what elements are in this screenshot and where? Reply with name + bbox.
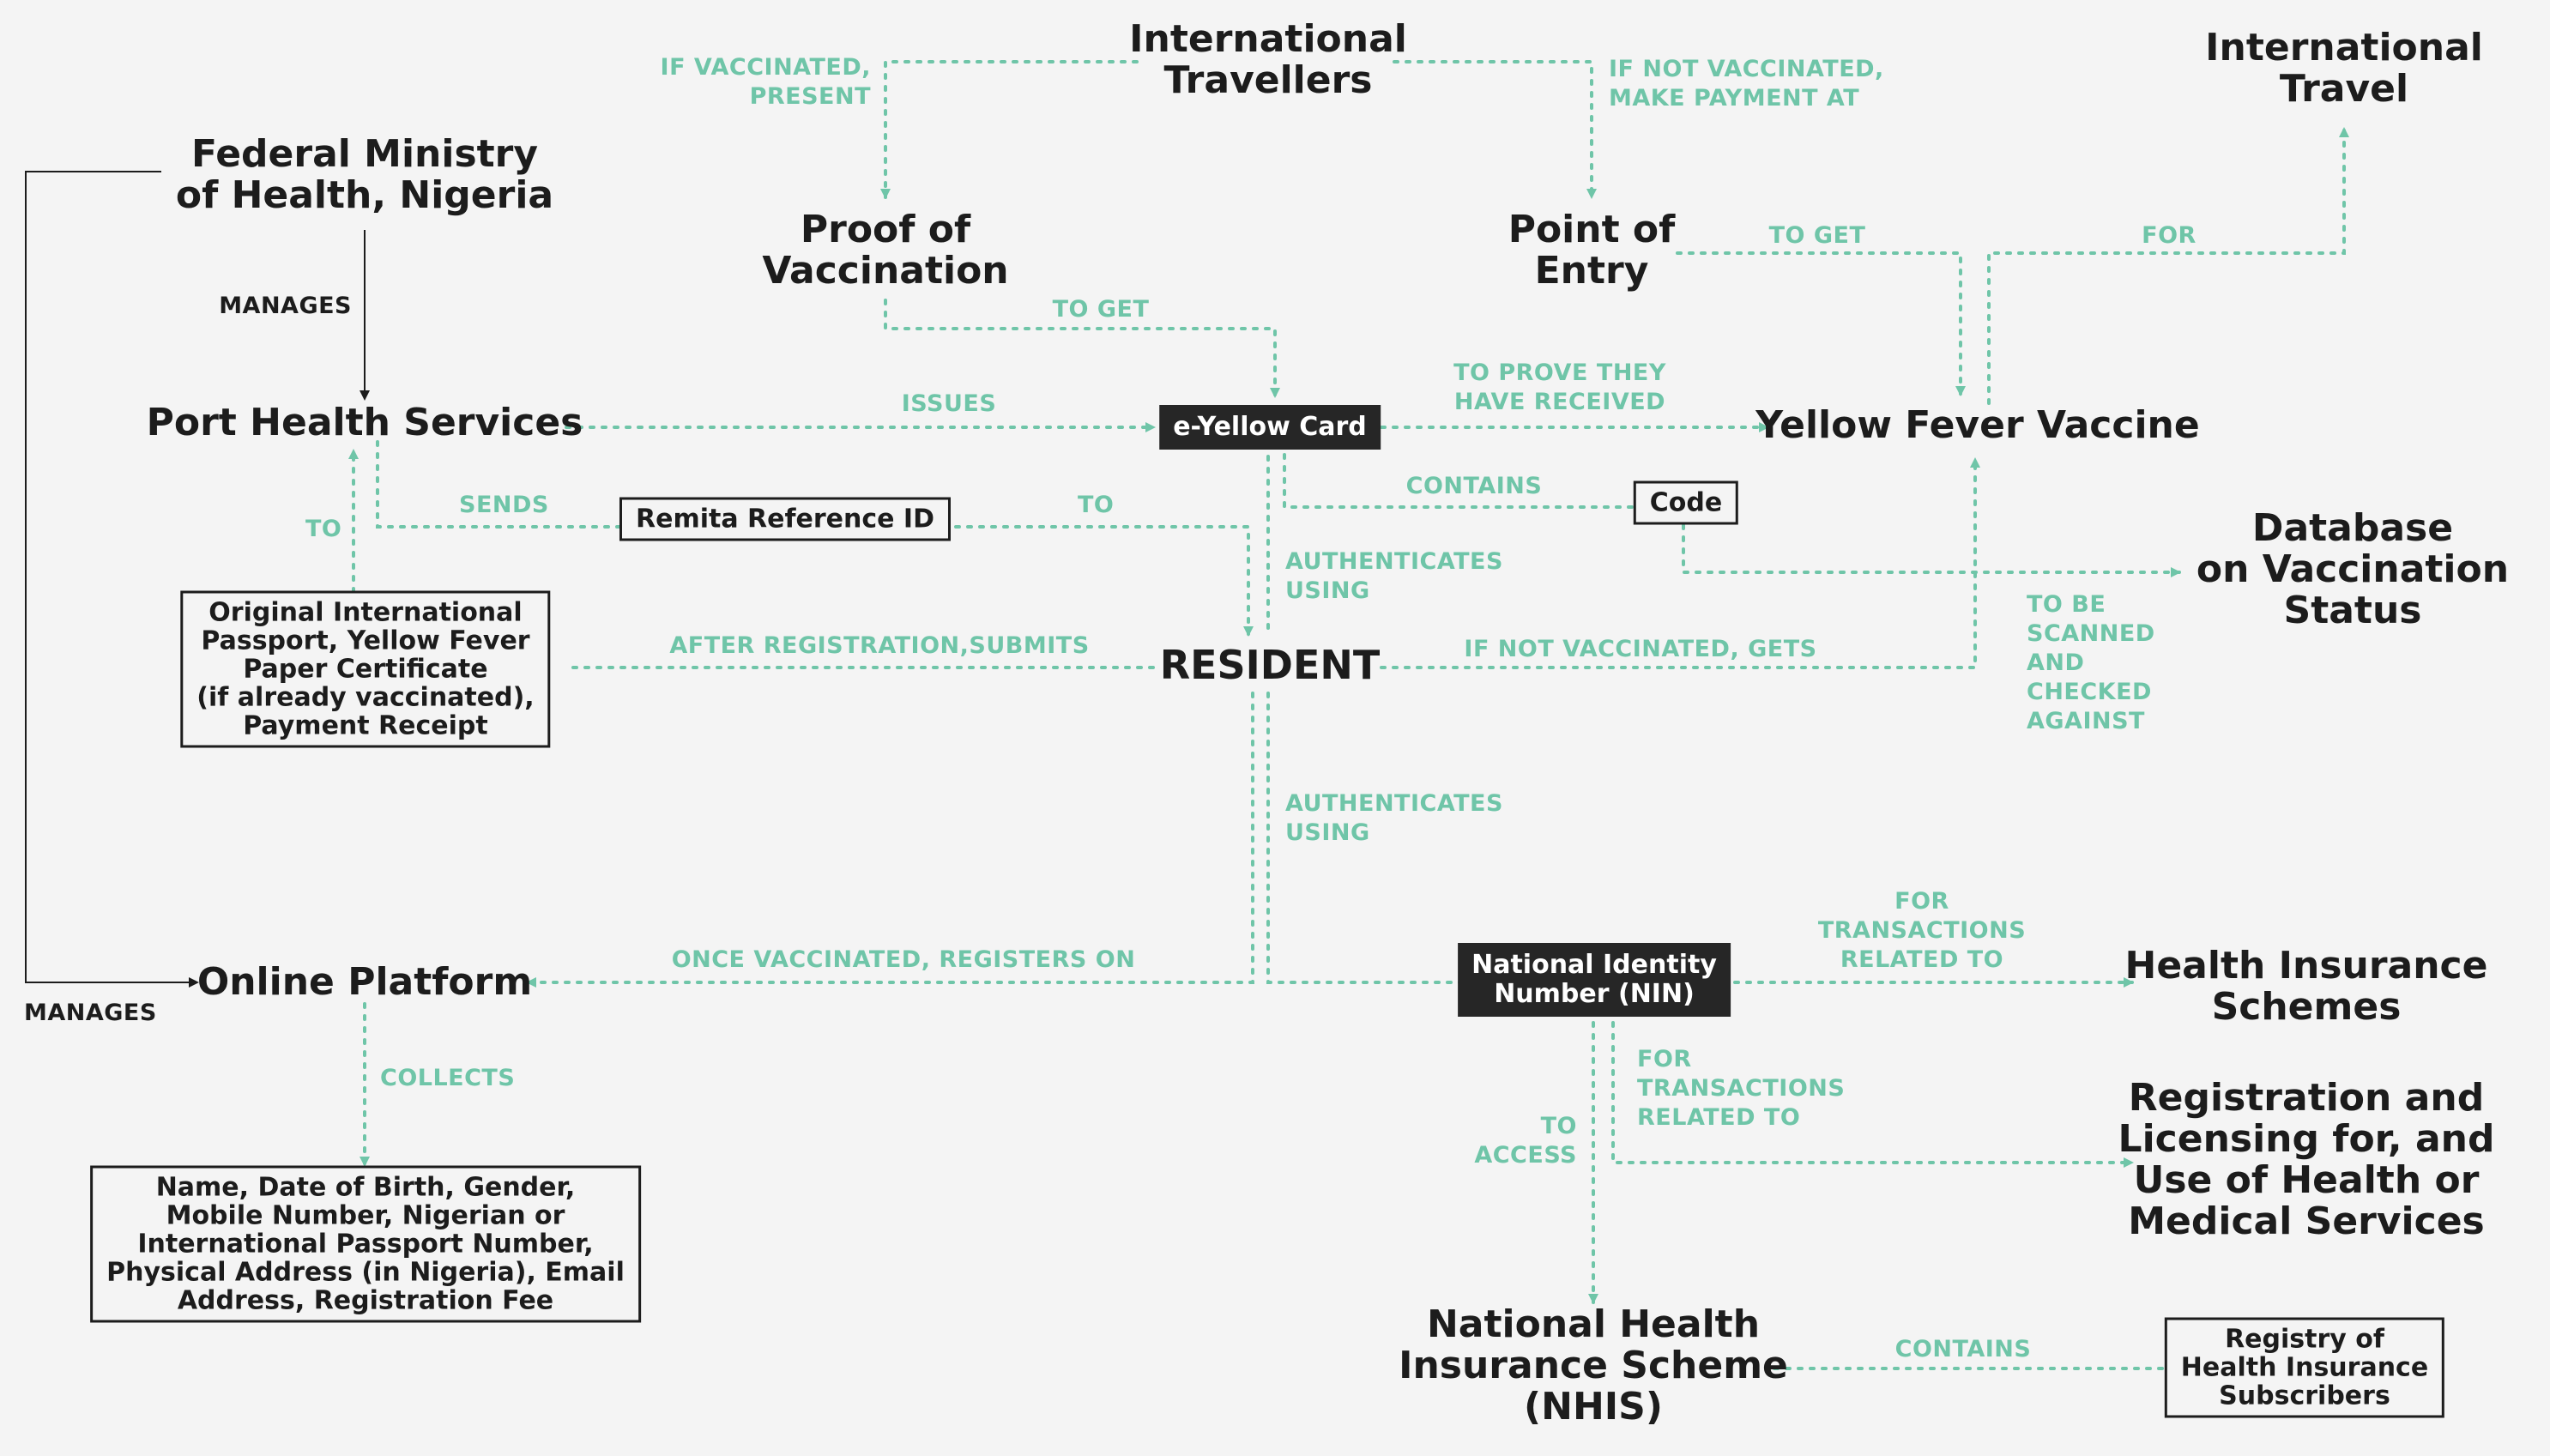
label-if-not-vaccinated: IF NOT VACCINATED,MAKE PAYMENT AT <box>1609 56 1884 112</box>
link-entry-vaccine <box>1676 251 1966 396</box>
label-collects: COLLECTS <box>380 1065 516 1091</box>
yellow-fever-vaccine: Yellow Fever Vaccine <box>1755 403 2200 447</box>
label-once-vaccinated: ONCE VACCINATED, REGISTERS ON <box>671 946 1136 973</box>
link-resident-nin <box>1266 692 1465 984</box>
link-port-remita <box>376 440 637 529</box>
e-yellow-card: e-Yellow Card <box>1159 405 1381 450</box>
online-platform: Online Platform <box>196 960 533 1004</box>
remita-reference-id: Remita Reference ID <box>619 497 952 541</box>
link-travellers-proof <box>880 60 1139 199</box>
link-ecard-code <box>1283 453 1636 509</box>
link-fmoh-online <box>25 171 199 988</box>
label-issues: ISSUES <box>901 390 997 417</box>
link-travellers-entry <box>1393 60 1597 199</box>
link-resident-online <box>526 692 1254 988</box>
resident: RESIDENT <box>1159 642 1381 688</box>
label-for: FOR <box>2142 222 2197 249</box>
label-contains-registry: CONTAINS <box>1894 1336 2032 1362</box>
link-code-database <box>1682 523 2181 577</box>
label-after-registration: AFTER REGISTRATION,SUBMITS <box>669 632 1090 659</box>
label-to-resident: TO <box>1078 492 1115 518</box>
link-vaccine-travel <box>1987 127 2349 405</box>
label-to-get-vaccine: TO GET <box>1768 222 1866 249</box>
port-health-services: Port Health Services <box>146 401 583 444</box>
label-contains-code: CONTAINS <box>1405 473 1543 499</box>
link-proof-ecard <box>884 299 1280 398</box>
label-if-not-vaccinated-gets: IF NOT VACCINATED, GETS <box>1464 636 1817 662</box>
registration-fields: Name, Date of Birth, Gender,Mobile Numbe… <box>90 1165 641 1323</box>
code-box: Code <box>1633 480 1739 525</box>
link-nin-reg <box>1611 1021 2134 1168</box>
label-sends: SENDS <box>459 492 549 518</box>
link-resident-vaccine <box>1380 457 1980 669</box>
label-to-get-card: TO GET <box>1052 296 1150 323</box>
link-remita-resident <box>942 525 1254 637</box>
label-to-port: TO <box>305 516 342 542</box>
label-manages-online: MANAGES <box>24 1000 157 1026</box>
label-if-vaccinated: IF VACCINATED,PRESENT <box>660 54 871 110</box>
label-manages: MANAGES <box>219 293 352 319</box>
